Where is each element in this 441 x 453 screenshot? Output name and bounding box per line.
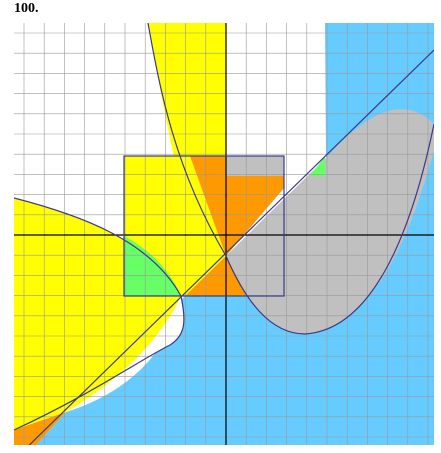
gray-square [226,156,284,176]
gray-bowl-region [226,109,434,334]
hyperbola-curve [14,197,185,431]
blue-region [36,23,434,445]
filled-regions [14,23,434,445]
parabola-curve [147,23,434,335]
boundary-curves [14,23,434,445]
green-left-region [124,236,181,296]
diagonal-line [28,49,434,445]
orange-bottom-triangle [185,256,247,296]
green-right-region [310,156,325,176]
square-outline [123,155,285,297]
grid-lines [14,23,434,445]
orange-top-region [190,156,284,256]
figure-number: 100. [14,1,39,16]
